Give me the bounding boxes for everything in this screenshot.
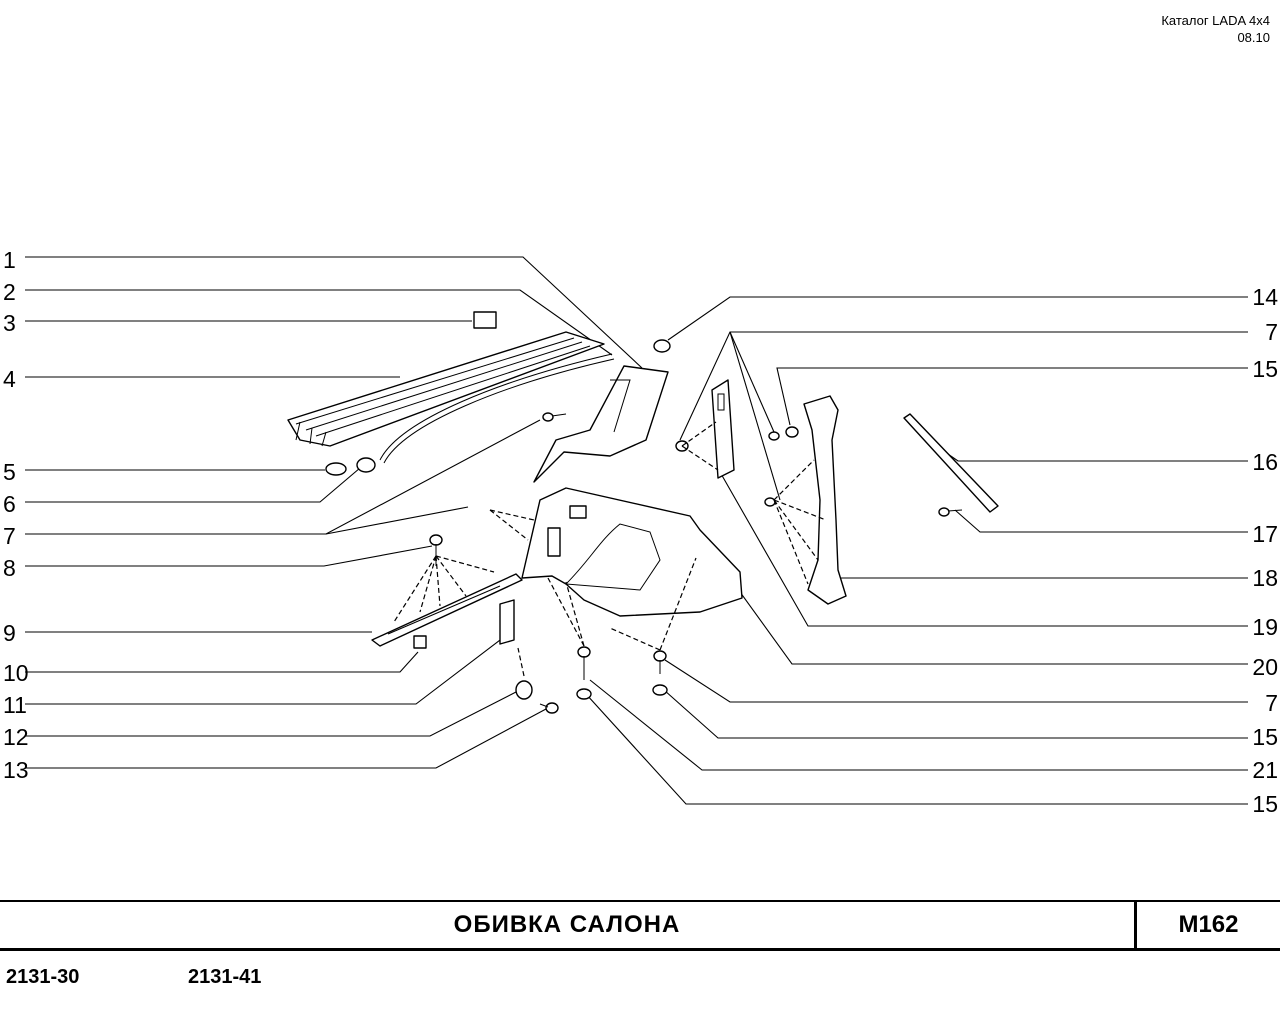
callout-7rb: 7 (1265, 690, 1278, 716)
catalog-header: Каталог LADA 4x4 08.10 (1161, 12, 1270, 46)
nut-part (653, 339, 671, 353)
upper-pillar-trim-part (533, 365, 669, 483)
callout-7r: 7 (1265, 319, 1278, 345)
model-code-2: 2131-41 (188, 966, 262, 988)
callout-8: 8 (3, 555, 16, 581)
callout-9: 9 (3, 620, 16, 646)
strip-part (903, 413, 999, 517)
callout-20: 20 (1252, 654, 1278, 680)
callout-2: 2 (3, 279, 16, 305)
wheel-arch-trim-part (521, 487, 743, 617)
callout-4: 4 (3, 366, 16, 392)
rear-pillar-trim-part (764, 395, 847, 605)
section-code: М162 (1134, 902, 1280, 948)
callout-5: 5 (3, 459, 16, 485)
callout-6: 6 (3, 491, 16, 517)
left-callouts: 1 2 3 4 5 6 7 8 9 10 11 12 13 (3, 247, 29, 783)
callout-13: 13 (3, 757, 29, 783)
washer-part (325, 462, 347, 476)
left-leader-lines (25, 256, 643, 769)
bushing-and-screw-part (515, 680, 559, 714)
callout-1: 1 (3, 247, 16, 273)
trim-strip-part (379, 353, 615, 464)
callout-16: 16 (1252, 449, 1278, 475)
right-callouts: 14 7 15 16 17 18 19 20 7 15 21 15 (1252, 284, 1278, 817)
callout-17: 17 (1252, 521, 1278, 547)
callout-21: 21 (1252, 757, 1278, 783)
assembly-arrows (393, 421, 827, 677)
callout-15c: 15 (1252, 791, 1278, 817)
bracket-part (499, 599, 515, 645)
model-code-1: 2131-30 (6, 966, 80, 988)
callout-19: 19 (1252, 614, 1278, 640)
catalog-date: 08.10 (1237, 30, 1270, 45)
callout-11: 11 (3, 692, 27, 718)
clip-part (473, 311, 497, 329)
callout-12: 12 (3, 724, 29, 750)
right-leader-lines (585, 296, 1248, 805)
seal-profile-part (287, 331, 605, 447)
callout-7: 7 (3, 523, 16, 549)
callout-3: 3 (3, 310, 16, 336)
callout-10: 10 (3, 660, 29, 686)
title-block: ОБИВКА САЛОНА М162 (0, 900, 1280, 951)
screw-part (542, 412, 567, 422)
callout-15b: 15 (1252, 724, 1278, 750)
callout-15: 15 (1252, 356, 1278, 382)
callout-18: 18 (1252, 565, 1278, 591)
bottom-screws-part (576, 646, 668, 700)
callout-14: 14 (1252, 284, 1278, 310)
parts-diagram: 1 2 3 4 5 6 7 8 9 10 11 12 13 14 7 15 16… (3, 247, 1278, 817)
plug-part (356, 457, 376, 473)
section-title: ОБИВКА САЛОНА (453, 911, 681, 938)
catalog-title: Каталог LADA 4x4 (1161, 13, 1270, 28)
sill-trim-part (371, 534, 523, 649)
